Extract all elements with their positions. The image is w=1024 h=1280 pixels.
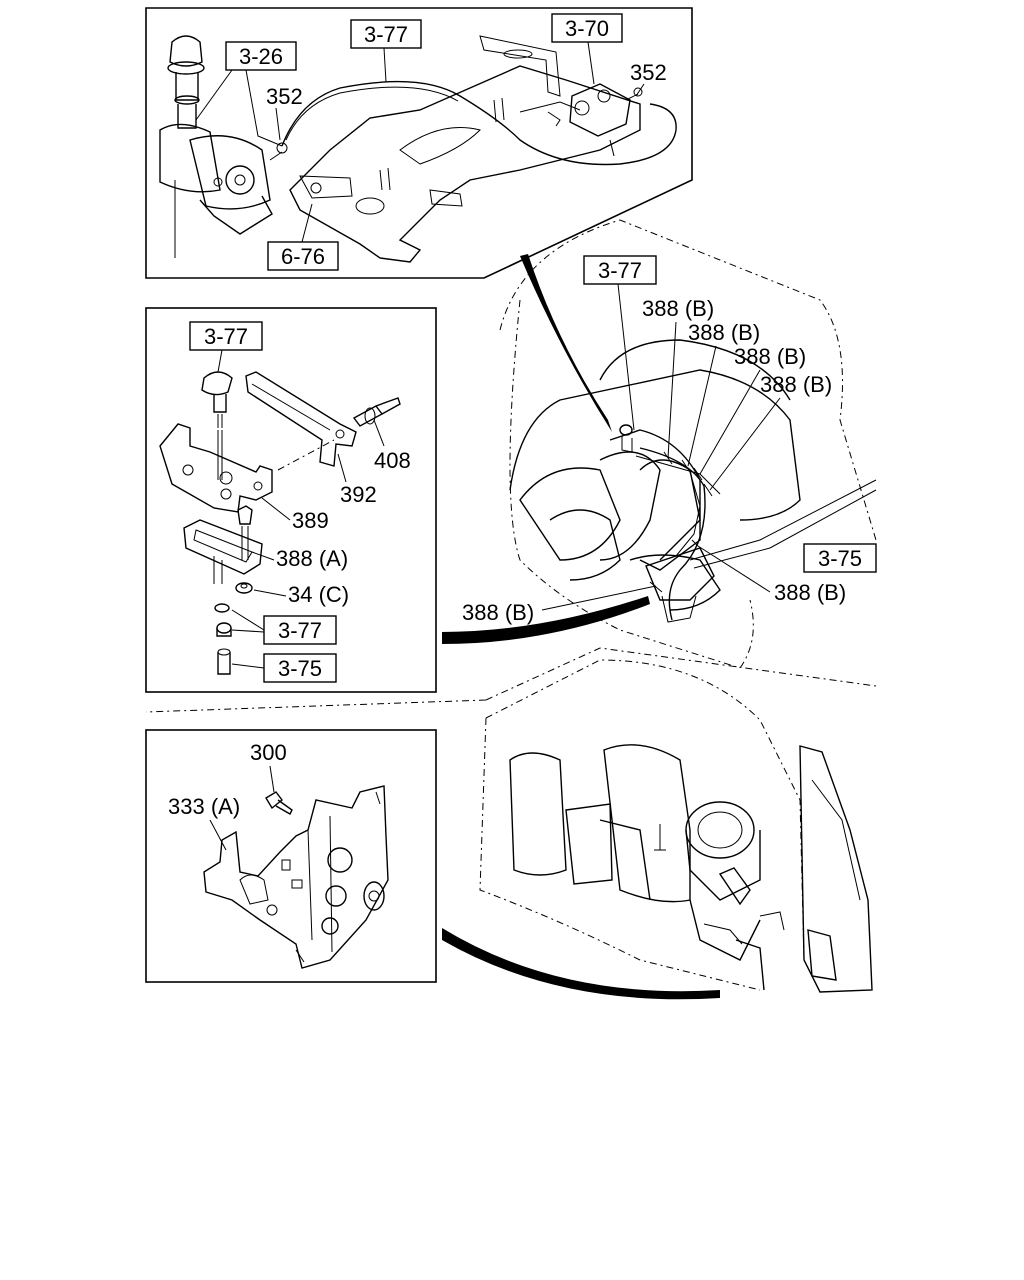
part-label-300: 300 <box>250 740 287 765</box>
bottom-right-view <box>442 659 873 1000</box>
bottom-left-panel-frame <box>145 729 437 983</box>
leader-arrow-top <box>520 254 612 432</box>
small-hardware <box>214 582 253 675</box>
part-label-34c: 34 (C) <box>288 582 349 607</box>
part-label-408: 408 <box>374 448 411 473</box>
part-label-389: 389 <box>292 508 329 533</box>
plate-389 <box>159 423 335 513</box>
shift-lever-assembly <box>159 35 288 258</box>
part-label-392: 392 <box>340 482 377 507</box>
control-cable <box>281 80 677 166</box>
ref-label-6-76: 6-76 <box>281 244 325 269</box>
middle-left-panel: 3-77 408 392 389 388 (A) 34 (C) 3-77 3-7… <box>145 307 437 693</box>
leader-arrow-bottom <box>442 928 720 1000</box>
part-label-388b-4: 388 (B) <box>760 372 832 397</box>
top-panel-frame <box>145 7 693 279</box>
ref-box-3-70 <box>551 13 623 43</box>
part-label-388b-6: 388 (B) <box>462 600 534 625</box>
ref-label-3-26: 3-26 <box>239 44 283 69</box>
part-label-352-left: 352 <box>266 84 303 109</box>
ref-box-3-75-rod <box>263 653 337 683</box>
vehicle-cable <box>639 447 706 621</box>
top-panel: 3-26 3-77 3-70 6-76 352 352 <box>145 7 693 279</box>
ref-box-3-77-knob <box>189 321 263 351</box>
cab-interior-outline <box>479 659 805 991</box>
cab-outline <box>145 219 877 713</box>
middle-left-panel-frame <box>145 307 437 693</box>
knob-part <box>201 371 233 480</box>
ref-label-3-75-rod: 3-75 <box>278 656 322 681</box>
ref-label-3-77-washers: 3-77 <box>278 618 322 643</box>
part-label-333a: 333 (A) <box>168 794 240 819</box>
ref-label-3-70: 3-70 <box>565 16 609 41</box>
part-label-388b-3: 388 (B) <box>734 344 806 369</box>
bolt-408 <box>352 397 401 427</box>
ref-label-3-77-top: 3-77 <box>364 22 408 47</box>
part-label-388b-5: 388 (B) <box>774 580 846 605</box>
bracket-392 <box>245 371 357 467</box>
middle-right-view: 3-77 388 (B) 388 (B) 388 (B) 388 (B) 3-7… <box>145 219 877 713</box>
bottom-left-panel: 300 333 (A) <box>145 729 437 983</box>
ref-box-3-77-washers <box>263 615 337 645</box>
part-label-388a: 388 (A) <box>276 546 348 571</box>
ref-box-3-75-vehicle <box>803 543 877 573</box>
bolt-300 <box>265 791 293 815</box>
interior-shapes <box>509 744 873 993</box>
gasket-plate <box>183 505 263 584</box>
selector-unit <box>569 83 643 137</box>
leader-arrow-middle <box>442 596 650 644</box>
ref-box-3-26 <box>225 41 297 71</box>
part-label-388b-1: 388 (B) <box>642 296 714 321</box>
ref-label-3-77-knob: 3-77 <box>204 324 248 349</box>
base-bracket <box>289 35 641 263</box>
ref-label-3-77-vehicle: 3-77 <box>598 258 642 283</box>
ref-box-6-76 <box>267 241 339 271</box>
ref-box-3-77-top <box>350 19 422 49</box>
part-label-352-right: 352 <box>630 60 667 85</box>
ref-label-3-75-vehicle: 3-75 <box>818 546 862 571</box>
part-label-388b-2: 388 (B) <box>688 320 760 345</box>
mount-bracket <box>203 785 389 969</box>
seat-and-console <box>509 339 801 623</box>
ref-box-3-77-vehicle <box>583 255 657 285</box>
